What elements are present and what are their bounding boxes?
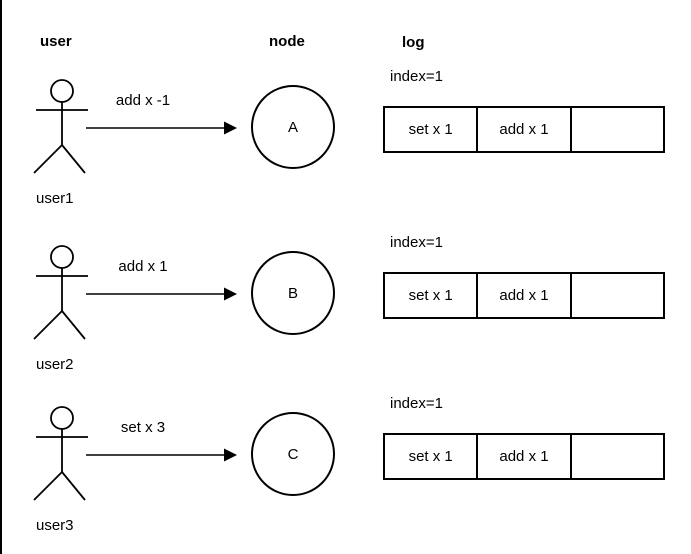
log-cell: add x 1 <box>478 108 572 151</box>
diagram-row-user1: user1 add x -1 A index=1 set x 1 add x 1 <box>0 69 691 225</box>
arrow-icon <box>86 287 237 301</box>
stick-figure-icon <box>33 245 88 340</box>
user-name-label: user3 <box>36 517 74 534</box>
diagram-row-user2: user2 add x 1 B index=1 set x 1 add x 1 <box>0 235 691 391</box>
log-cell: set x 1 <box>385 108 479 151</box>
message-label: set x 3 <box>120 419 166 436</box>
diagram-row-user3: user3 set x 3 C index=1 set x 1 add x 1 <box>0 396 691 552</box>
canvas-left-border <box>0 0 2 554</box>
column-header-node: node <box>269 33 305 50</box>
log-cell-empty <box>572 435 663 478</box>
arrow-icon <box>86 448 237 462</box>
log-table: set x 1 add x 1 <box>383 272 665 319</box>
stick-figure-icon <box>33 79 88 174</box>
log-table: set x 1 add x 1 <box>383 106 665 153</box>
log-cell-empty <box>572 274 663 317</box>
message-label: add x -1 <box>115 92 171 109</box>
arrow-icon <box>86 121 237 135</box>
log-cell-empty <box>572 108 663 151</box>
node-circle: B <box>251 251 335 335</box>
node-circle: C <box>251 412 335 496</box>
user-name-label: user1 <box>36 190 74 207</box>
log-cell: add x 1 <box>478 274 572 317</box>
log-cell: add x 1 <box>478 435 572 478</box>
log-index-label: index=1 <box>390 395 443 412</box>
log-cell: set x 1 <box>385 435 479 478</box>
column-header-user: user <box>40 33 72 50</box>
log-index-label: index=1 <box>390 68 443 85</box>
stick-figure-icon <box>33 406 88 501</box>
log-index-label: index=1 <box>390 234 443 251</box>
user-name-label: user2 <box>36 356 74 373</box>
node-circle: A <box>251 85 335 169</box>
log-table: set x 1 add x 1 <box>383 433 665 480</box>
column-header-log: log <box>402 34 425 51</box>
log-cell: set x 1 <box>385 274 479 317</box>
message-label: add x 1 <box>118 258 168 275</box>
